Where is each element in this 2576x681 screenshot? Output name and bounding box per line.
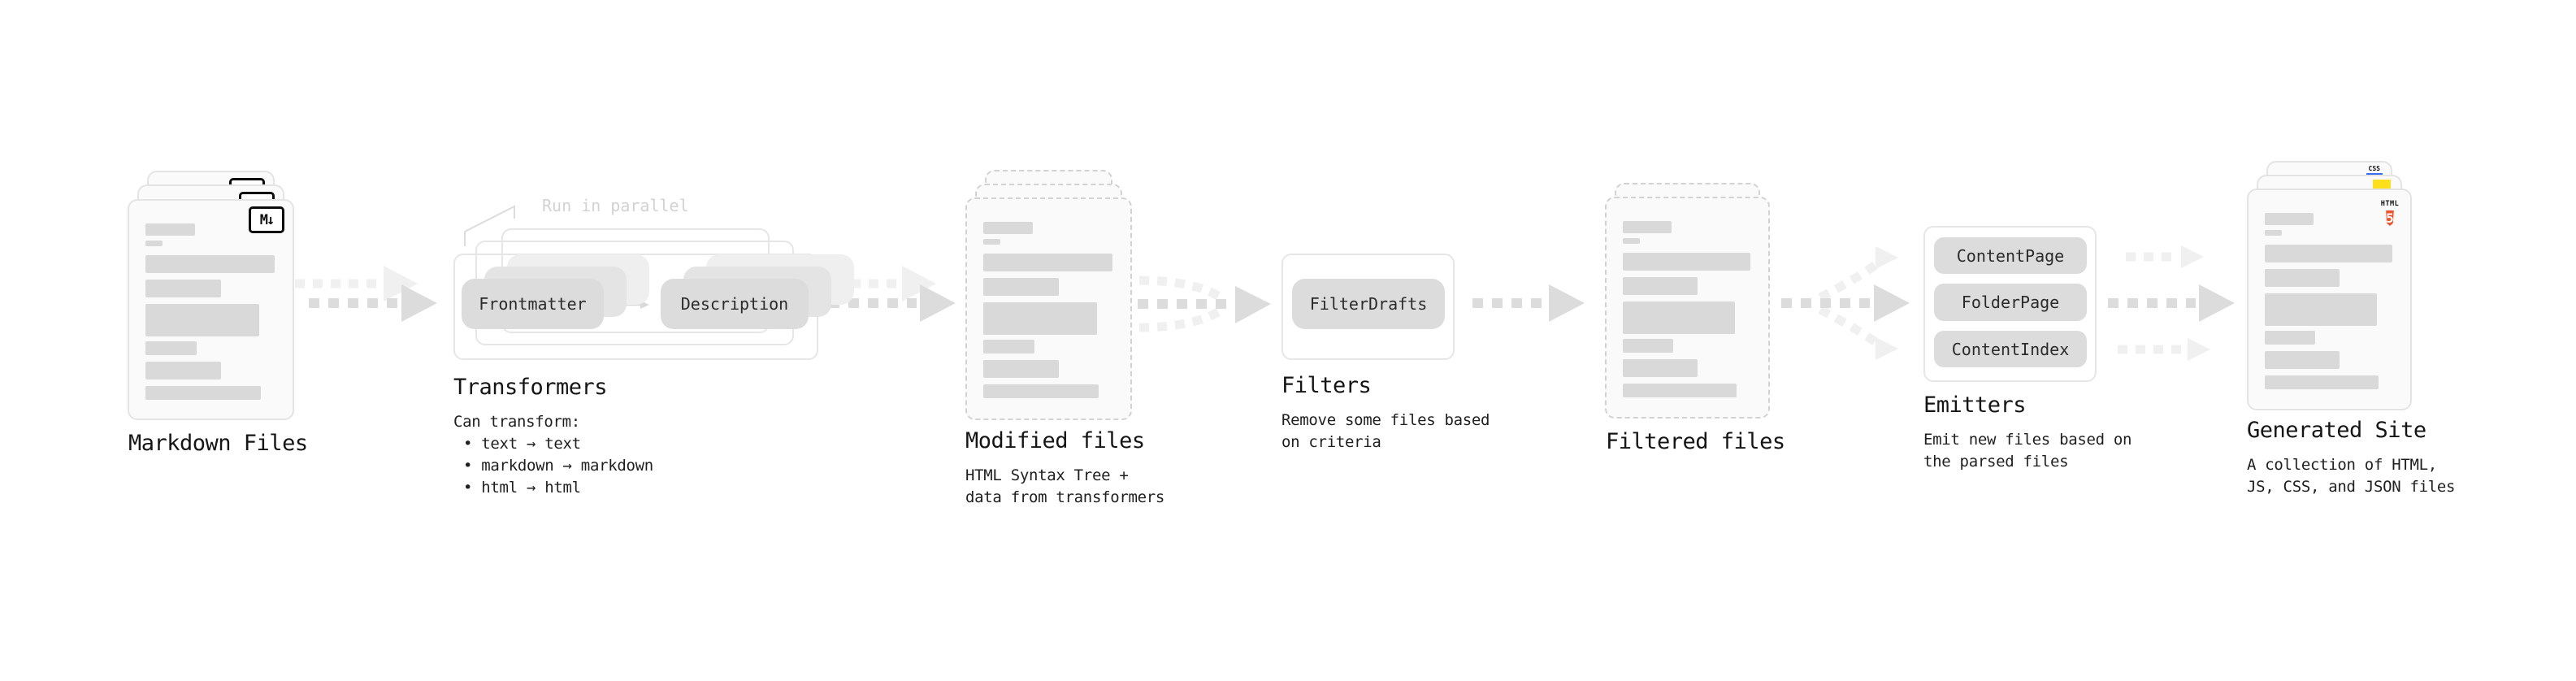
- html5-icon: HTML 5: [2378, 193, 2402, 228]
- emitters-description-line: Emit new files based on: [1923, 431, 2132, 449]
- filters-box: [1281, 254, 1455, 360]
- stage-title-transformers: Transformers: [453, 375, 608, 400]
- emitter-button-contentindex: ContentIndex: [1934, 331, 2087, 367]
- stage-title-emitters: Emitters: [1923, 393, 2027, 418]
- html5-icon-shield: 5: [2386, 210, 2394, 226]
- generated-file-card: HTML 5: [2247, 189, 2412, 410]
- generated-site-description-line: JS, CSS, and JSON files: [2247, 478, 2456, 496]
- filters-description-line: on criteria: [1281, 433, 1381, 451]
- transformer-button-frontmatter: Frontmatter: [462, 279, 604, 329]
- stage-title-modified-files: Modified files: [965, 428, 1145, 453]
- emitters-description: Emit new files based on the parsed files: [1923, 429, 2132, 473]
- transformers-bullet: • html → html: [463, 479, 581, 497]
- emitter-button-contentpage: ContentPage: [1934, 237, 2087, 274]
- filter-button-filterdrafts: FilterDrafts: [1292, 279, 1445, 329]
- file-skeleton-lines: [145, 223, 276, 400]
- file-skeleton-lines: [983, 222, 1114, 398]
- transformers-bullet: • text → text: [463, 435, 581, 453]
- transformer-button-description: Description: [661, 279, 809, 329]
- markdown-icon: M↓: [249, 206, 284, 233]
- run-in-parallel-leader-line: [464, 205, 515, 246]
- transformers-caption: Can transform:: [453, 413, 580, 431]
- arrow-modified-to-filters: [1138, 275, 1271, 332]
- modified-files-description: HTML Syntax Tree + data from transformer…: [965, 465, 1164, 509]
- file-skeleton-lines: [2265, 213, 2394, 389]
- arrow-filters-to-filtered: [1472, 284, 1585, 322]
- stage-title-markdown-files: Markdown Files: [128, 431, 308, 456]
- filters-description: Remove some files based on criteria: [1281, 410, 1490, 453]
- file-skeleton-lines: [1623, 221, 1752, 397]
- arrow-filtered-to-emitters: [1781, 246, 1910, 360]
- transformers-description: Can transform: • text → text • markdown …: [453, 411, 653, 499]
- arrow-emitters-to-generated: [2108, 245, 2235, 361]
- modified-file-card: [965, 197, 1132, 420]
- markdown-file-card: M↓: [128, 199, 294, 420]
- generated-site-description: A collection of HTML, JS, CSS, and JSON …: [2247, 454, 2456, 498]
- stage-title-generated-site: Generated Site: [2247, 418, 2426, 443]
- emitters-description-line: the parsed files: [1923, 453, 2069, 471]
- modified-files-description-line: HTML Syntax Tree +: [965, 466, 1129, 484]
- filtered-file-card: [1605, 197, 1770, 419]
- run-in-parallel-annotation: Run in parallel: [542, 196, 689, 215]
- arrow-transformers-to-modified: [815, 266, 956, 322]
- emitter-button-folderpage: FolderPage: [1934, 284, 2087, 321]
- filters-description-line: Remove some files based: [1281, 411, 1490, 429]
- html5-icon-label: HTML: [2380, 200, 2400, 208]
- transformers-bullet: • markdown → markdown: [463, 457, 653, 475]
- generated-site-description-line: A collection of HTML,: [2247, 456, 2437, 474]
- stage-title-filters: Filters: [1281, 373, 1372, 398]
- arrow-markdown-to-transformers: [295, 266, 437, 322]
- stage-title-filtered-files: Filtered files: [1606, 429, 1785, 454]
- emitters-box: [1923, 226, 2097, 382]
- modified-files-description-line: data from transformers: [965, 488, 1165, 506]
